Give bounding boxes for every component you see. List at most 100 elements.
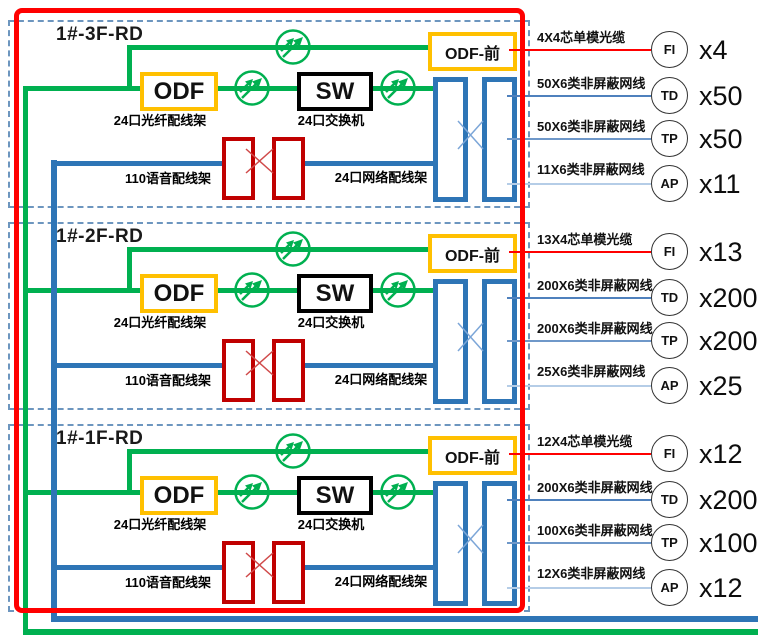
endpoint-cable-line — [509, 453, 651, 455]
voice-panel-caption: 110语音配线架 — [125, 171, 211, 186]
endpoint-count: x50 — [699, 81, 743, 111]
voice-panel-left — [222, 339, 255, 402]
floor-section: 1#-2F-RD ODF SW ODF-前 24口光纤配线架 24口交换机 11… — [0, 220, 758, 422]
fiber-trunk-vertical — [23, 86, 28, 635]
endpoint-cable-line — [509, 49, 651, 51]
fiber-line-riser — [127, 449, 132, 495]
voice-panel-left — [222, 137, 255, 200]
odf-caption: 24口光纤配线架 — [113, 517, 207, 532]
switch-caption: 24口交换机 — [297, 315, 365, 330]
copper-trunk-vertical — [51, 160, 57, 622]
endpoint-cable-line — [507, 542, 651, 544]
voice-line-left — [53, 161, 225, 166]
voice-panel-right — [272, 137, 305, 200]
endpoint-cable-line — [507, 340, 651, 342]
switch-box: SW — [297, 274, 373, 313]
fiber-splice-icon — [380, 272, 416, 308]
endpoint-cable-line — [507, 138, 651, 140]
voice-cross-connect-icon — [245, 148, 274, 174]
voice-line-left — [53, 565, 225, 570]
switch-box: SW — [297, 72, 373, 111]
cable-spec-label: 200X6类非屏蔽网线 — [537, 480, 653, 495]
endpoint-circle: FI — [651, 233, 688, 270]
cable-spec-label: 12X6类非屏蔽网线 — [537, 566, 646, 581]
voice-panel-right — [272, 541, 305, 604]
fiber-line-upper — [127, 45, 462, 50]
cable-spec-label: 13X4芯单模光缆 — [537, 232, 633, 247]
endpoint-circle: AP — [651, 569, 688, 606]
voice-line-right — [295, 363, 438, 368]
fiber-line-main — [23, 86, 438, 91]
endpoint-cable-line — [509, 251, 651, 253]
endpoint-cable-line — [507, 297, 651, 299]
cable-spec-label: 200X6类非屏蔽网线 — [537, 278, 653, 293]
fiber-splice-icon — [275, 29, 311, 65]
voice-line-right — [295, 161, 438, 166]
endpoint-count: x200 — [699, 283, 758, 313]
endpoint-circle: TP — [651, 120, 688, 157]
endpoint-count: x12 — [699, 573, 743, 603]
odf-front-box: ODF-前 — [428, 32, 517, 71]
odf-front-box: ODF-前 — [428, 234, 517, 273]
voice-panel-caption: 110语音配线架 — [125, 373, 211, 388]
endpoint-cable-line — [507, 499, 651, 501]
switch-caption: 24口交换机 — [297, 517, 365, 532]
endpoint-circle: TD — [651, 77, 688, 114]
floor-boundary-box — [8, 222, 530, 410]
fiber-line-main — [23, 288, 438, 293]
odf-box: ODF — [140, 72, 218, 111]
cable-spec-label: 4X4芯单模光缆 — [537, 30, 626, 45]
cable-spec-label: 12X4芯单模光缆 — [537, 434, 633, 449]
odf-box: ODF — [140, 476, 218, 515]
floor-section: 1#-3F-RD ODF SW ODF-前 24口光纤配线架 24口交换机 11… — [0, 18, 758, 220]
odf-front-box: ODF-前 — [428, 436, 517, 475]
voice-panel-left — [222, 541, 255, 604]
endpoint-circle: TD — [651, 481, 688, 518]
endpoint-cable-line — [507, 587, 651, 589]
fiber-line-upper — [127, 247, 462, 252]
switch-caption: 24口交换机 — [297, 113, 365, 128]
voice-cross-connect-icon — [245, 350, 274, 376]
endpoint-count: x11 — [699, 169, 741, 199]
network-panel-caption: 24口网络配线架 — [334, 372, 428, 387]
switch-box: SW — [297, 476, 373, 515]
endpoint-count: x13 — [699, 237, 743, 267]
cable-spec-label: 11X6类非屏蔽网线 — [537, 162, 645, 177]
endpoint-count: x200 — [699, 326, 758, 356]
floor-title: 1#-3F-RD — [56, 24, 144, 45]
endpoint-circle: TD — [651, 279, 688, 316]
endpoint-count: x25 — [699, 371, 743, 401]
endpoint-circle: TP — [651, 524, 688, 561]
endpoint-cable-line — [507, 95, 651, 97]
endpoint-count: x50 — [699, 124, 743, 154]
voice-panel-right — [272, 339, 305, 402]
fiber-splice-icon — [234, 474, 270, 510]
fiber-splice-icon — [380, 70, 416, 106]
cable-spec-label: 100X6类非屏蔽网线 — [537, 523, 653, 538]
endpoint-count: x100 — [699, 528, 758, 558]
fiber-line-upper — [127, 449, 462, 454]
endpoint-circle: FI — [651, 435, 688, 472]
cable-spec-label: 25X6类非屏蔽网线 — [537, 364, 646, 379]
odf-box: ODF — [140, 274, 218, 313]
endpoint-cable-line — [507, 183, 651, 185]
fiber-splice-icon — [234, 70, 270, 106]
network-panel-caption: 24口网络配线架 — [334, 170, 428, 185]
network-cross-connect-icon — [457, 120, 484, 150]
floor-section: 1#-1F-RD ODF SW ODF-前 24口光纤配线架 24口交换机 11… — [0, 422, 758, 624]
voice-line-right — [295, 565, 438, 570]
fiber-splice-icon — [275, 433, 311, 469]
endpoint-cable-line — [507, 385, 651, 387]
fiber-splice-icon — [234, 272, 270, 308]
voice-line-left — [53, 363, 225, 368]
endpoint-count: x4 — [699, 35, 728, 65]
floor-title: 1#-2F-RD — [56, 226, 144, 247]
network-panel-caption: 24口网络配线架 — [334, 574, 428, 589]
network-cross-connect-icon — [457, 322, 484, 352]
voice-panel-caption: 110语音配线架 — [125, 575, 211, 590]
cable-spec-label: 50X6类非屏蔽网线 — [537, 119, 646, 134]
voice-cross-connect-icon — [245, 552, 274, 578]
endpoint-count: x12 — [699, 439, 743, 469]
odf-caption: 24口光纤配线架 — [113, 315, 207, 330]
